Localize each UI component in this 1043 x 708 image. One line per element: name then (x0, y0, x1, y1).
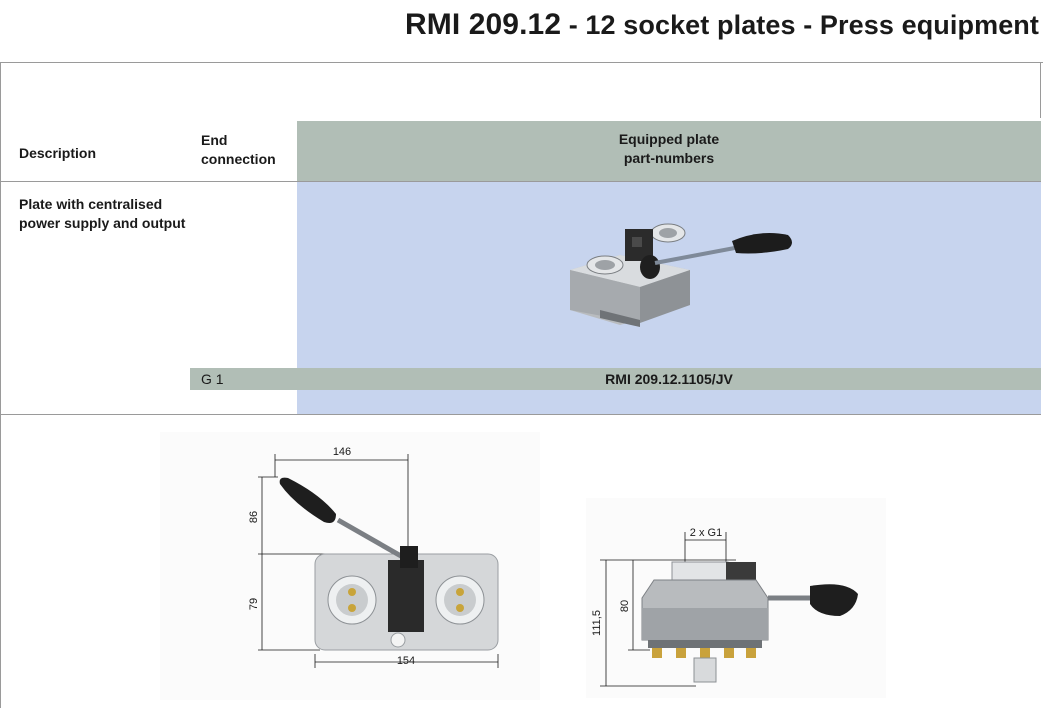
socket-left (586, 255, 624, 275)
lever-handle (654, 233, 792, 265)
header-band (297, 121, 1041, 181)
dim-plate-height: 80 (619, 600, 631, 612)
header-end-connection-line2: connection (201, 151, 276, 167)
plate-body (570, 255, 690, 327)
dim-height-plate: 79 (248, 598, 260, 610)
side-view-lever (768, 584, 858, 616)
table-frame (0, 62, 1043, 708)
top-view-drawing: 146 86 79 154 (160, 432, 540, 700)
side-view-body (641, 561, 769, 683)
header-equipped-plate: Equipped plate part-numbers (297, 130, 1041, 168)
header-description: Description (19, 145, 97, 161)
header-end-connection-line1: End (201, 132, 228, 148)
title-code: RMI 209.12 (405, 8, 562, 41)
header-equipped-plate-line1: Equipped plate (618, 131, 720, 147)
top-view-plate (314, 553, 499, 651)
table-frame-right-edge (1040, 62, 1041, 118)
lever-block (625, 229, 660, 279)
header-end-connection: End connection (201, 131, 296, 169)
dim-width-lever: 146 (333, 446, 351, 458)
dim-port-label: 2 x G1 (690, 527, 722, 539)
dim-total-height: 111,5 (591, 610, 603, 636)
row-divider (0, 414, 1041, 415)
title-subtitle: - 12 socket plates - Press equipment (568, 10, 1039, 40)
dim-height-lever: 86 (248, 511, 260, 523)
part-number-band (190, 368, 1041, 390)
row-part-number: RMI 209.12.1105/JV (605, 371, 733, 387)
product-photo (570, 223, 792, 327)
row-description: Plate with centralised power supply and … (19, 196, 186, 231)
side-view-dimension-lines (600, 532, 736, 687)
socket-right (650, 223, 686, 243)
top-view-lever (279, 477, 418, 568)
header-divider (0, 181, 1041, 182)
side-view-drawing: 2 x G1 111,5 80 (586, 498, 886, 698)
header-equipped-plate-line2: part-numbers (623, 150, 715, 166)
dim-width-plate: 154 (397, 655, 415, 667)
row-end-connection: G 1 (201, 371, 224, 387)
page-title: RMI 209.12 - 12 socket plates - Press eq… (405, 8, 1039, 48)
